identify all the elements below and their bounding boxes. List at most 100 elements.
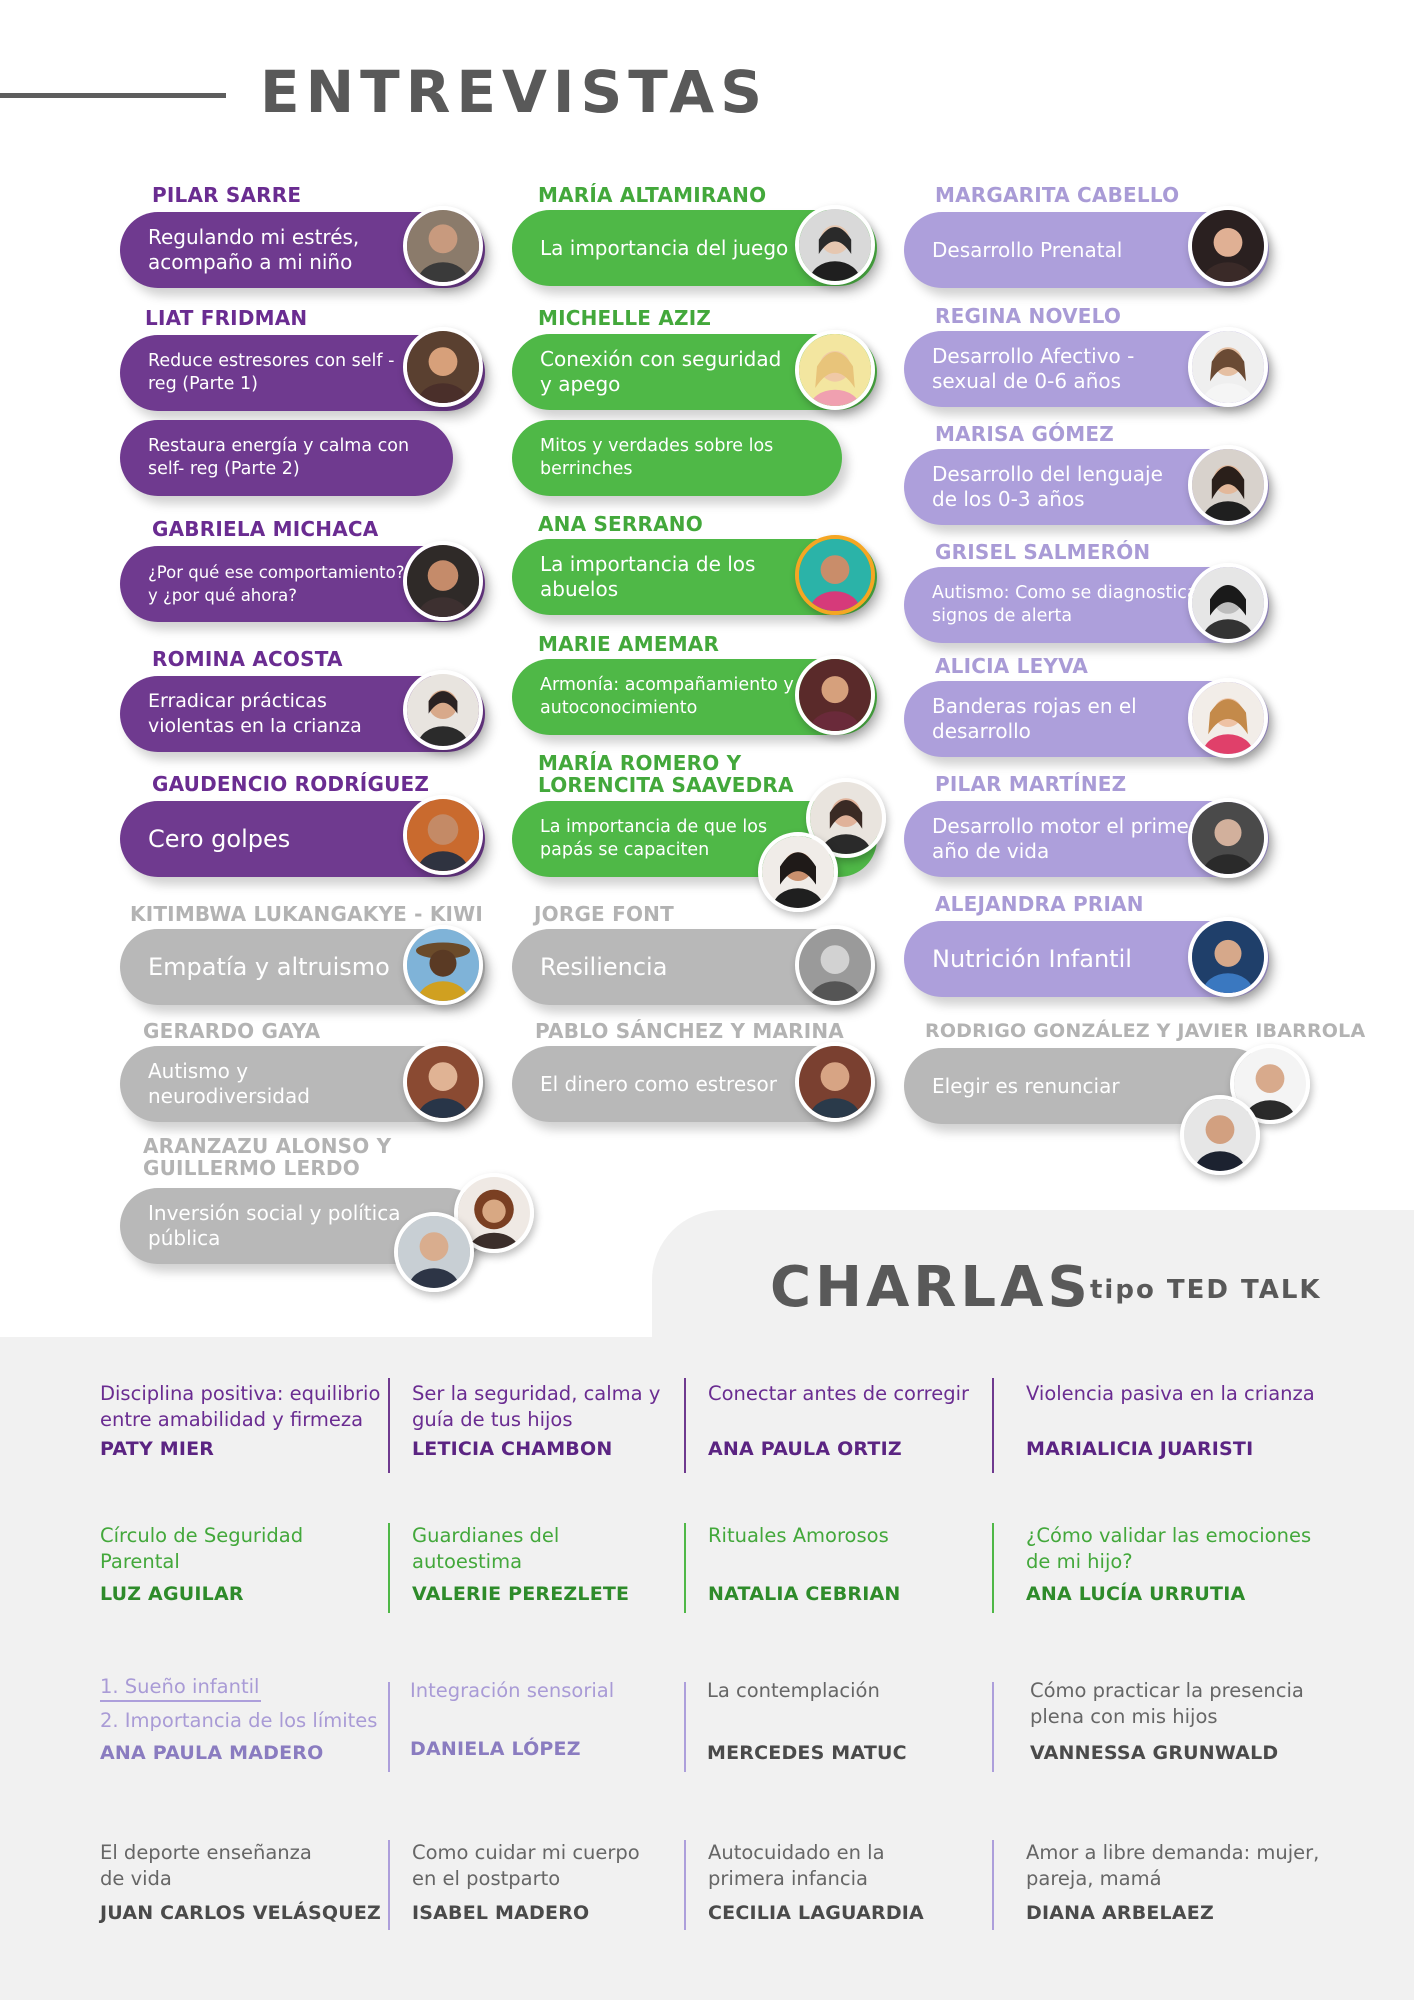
avatar xyxy=(403,541,483,621)
interview-name-text: ARANZAZU ALONSO Y GUILLERMO LERDO xyxy=(143,1134,392,1180)
talk-item[interactable]: Guardianes del autoestima VALERIE PEREZL… xyxy=(412,1523,629,1605)
talk-speaker: MARIALICIA JUARISTI xyxy=(1026,1438,1254,1460)
talk-topic: Ser la seguridad, calma y guía de tus hi… xyxy=(412,1382,661,1431)
separator xyxy=(992,1378,994,1473)
interview-name: GERARDO GAYA xyxy=(143,1019,321,1043)
interview-name: RODRIGO GONZÁLEZ Y JAVIER IBARROLA xyxy=(925,1020,1366,1042)
avatar xyxy=(403,327,483,407)
interview-topic: El dinero como estresor xyxy=(540,1071,778,1096)
separator xyxy=(992,1523,994,1613)
separator xyxy=(684,1523,686,1613)
talk-item[interactable]: Rituales Amorosos NATALIA CEBRIAN xyxy=(708,1523,998,1605)
separator xyxy=(992,1840,994,1930)
avatar xyxy=(1188,678,1268,758)
talk-item[interactable]: Integración sensorial DANIELA LÓPEZ xyxy=(410,1678,700,1760)
avatar xyxy=(1188,206,1268,286)
avatar xyxy=(403,670,483,750)
interview-name: REGINA NOVELO xyxy=(935,304,1122,328)
talk-topic: ¿Cómo validar las emociones de mi hijo? xyxy=(1026,1524,1312,1573)
interview-topic: Restaura energía y calma con self- reg (… xyxy=(148,436,410,479)
interview-topic: Autismo y neurodiversidad xyxy=(148,1059,310,1108)
talk-item[interactable]: Autocuidado en la primera infancia CECIL… xyxy=(708,1840,924,1924)
interview-topic: La importancia de que los papás se capac… xyxy=(540,817,768,860)
interview-name: MARÍA ALTAMIRANO xyxy=(538,183,767,207)
talk-speaker: MERCEDES MATUC xyxy=(707,1742,907,1764)
avatar xyxy=(394,1212,474,1292)
separator xyxy=(388,1840,390,1930)
talk-speaker: ANA PAULA ORTIZ xyxy=(708,1438,902,1460)
interview-name: MICHELLE AZIZ xyxy=(538,306,712,330)
interview-topic: Desarrollo del lenguaje de los 0-3 años xyxy=(932,462,1163,511)
talk-speaker: PATY MIER xyxy=(100,1438,215,1460)
talk-item[interactable]: Círculo de Seguridad Parental LUZ AGUILA… xyxy=(100,1523,330,1605)
avatar xyxy=(1188,563,1268,643)
separator xyxy=(992,1682,994,1772)
talk-item[interactable]: Amor a libre demanda: mujer, pareja, mam… xyxy=(1026,1840,1326,1924)
avatar xyxy=(1188,445,1268,525)
talk-item[interactable]: Cómo practicar la presencia plena con mi… xyxy=(1030,1678,1330,1764)
talk-topic: Autocuidado en la primera infancia xyxy=(708,1841,885,1890)
interview-name: LIAT FRIDMAN xyxy=(145,306,308,330)
separator xyxy=(388,1682,390,1772)
talk-item[interactable]: Violencia pasiva en la crianza MARIALICI… xyxy=(1026,1381,1316,1460)
interview-name: MARIE AMEMAR xyxy=(538,632,720,656)
talk-speaker: DANIELA LÓPEZ xyxy=(410,1738,581,1760)
separator xyxy=(388,1523,390,1613)
interview-topic: Empatía y altruismo xyxy=(148,952,390,981)
separator xyxy=(684,1378,686,1473)
talk-item[interactable]: Conectar antes de corregir ANA PAULA ORT… xyxy=(708,1381,998,1460)
talk-item[interactable]: Ser la seguridad, calma y guía de tus hi… xyxy=(412,1381,672,1460)
talk-item[interactable]: 1. Sueño infantil 2. Importancia de los … xyxy=(100,1674,390,1764)
avatar xyxy=(1188,327,1268,407)
avatar xyxy=(1188,917,1268,997)
talk-item[interactable]: El deporte enseñanza de vida JUAN CARLOS… xyxy=(100,1840,381,1924)
interview-topic: Desarrollo Prenatal xyxy=(932,237,1123,262)
interview-topic-pill[interactable]: Mitos y verdades sobre los berrinches xyxy=(512,420,842,496)
interview-name: PILAR MARTÍNEZ xyxy=(935,772,1127,796)
avatar xyxy=(758,832,838,912)
interview-topic: Resiliencia xyxy=(540,952,668,981)
interview-name: KITIMBWA LUKANGAKYE - KIWI xyxy=(130,902,484,926)
interview-name: ANA SERRANO xyxy=(538,512,703,536)
interview-topic: Regulando mi estrés, acompaño a mi niño xyxy=(148,225,360,274)
interview-name: ARANZAZU ALONSO Y GUILLERMO LERDO xyxy=(143,1135,403,1179)
avatar xyxy=(403,925,483,1005)
separator xyxy=(684,1840,686,1930)
interview-name: PILAR SARRE xyxy=(152,183,302,207)
interview-topic-pill[interactable]: Restaura energía y calma con self- reg (… xyxy=(120,420,453,496)
talk-speaker: JUAN CARLOS VELÁSQUEZ xyxy=(100,1902,382,1924)
separator xyxy=(388,1378,390,1473)
talk-item[interactable]: Disciplina positiva: equilibrio entre am… xyxy=(100,1381,390,1460)
page-title: ENTREVISTAS xyxy=(260,58,768,126)
charlas-title: CHARLAS xyxy=(770,1255,1092,1320)
talk-topic: Guardianes del autoestima xyxy=(412,1524,560,1573)
talk-item[interactable]: ¿Cómo validar las emociones de mi hijo? … xyxy=(1026,1523,1326,1605)
talk-topic: El deporte enseñanza de vida xyxy=(100,1841,312,1890)
avatar xyxy=(403,795,483,875)
talk-speaker: CECILIA LAGUARDIA xyxy=(708,1902,924,1924)
interview-topic: Reduce estresores con self -reg (Parte 1… xyxy=(148,351,395,394)
interview-topic: Desarrollo motor el primer año de vida xyxy=(932,814,1198,863)
charlas-panel xyxy=(0,1337,1414,2000)
talk-topic: Amor a libre demanda: mujer, pareja, mam… xyxy=(1026,1841,1320,1890)
interview-name: PABLO SÁNCHEZ Y MARINA xyxy=(535,1019,844,1043)
interview-name-text: MARÍA ROMERO Y LORENCITA SAAVEDRA xyxy=(538,751,794,797)
talk-item[interactable]: Como cuidar mi cuerpo en el postparto IS… xyxy=(412,1840,652,1924)
interview-name: ROMINA ACOSTA xyxy=(152,647,343,671)
talk-speaker: ANA LUCÍA URRUTIA xyxy=(1026,1583,1246,1605)
interview-topic: La importancia del juego xyxy=(540,235,789,260)
interview-name: GAUDENCIO RODRÍGUEZ xyxy=(152,772,430,796)
talk-speaker: LETICIA CHAMBON xyxy=(412,1438,613,1460)
title-rule xyxy=(0,93,226,98)
interview-topic: La importancia de los abuelos xyxy=(540,552,756,601)
avatar xyxy=(795,655,875,735)
avatar xyxy=(795,925,875,1005)
talk-speaker: ANA PAULA MADERO xyxy=(100,1742,324,1764)
interview-topic: Conexión con seguridad y apego xyxy=(540,347,782,396)
talk-item[interactable]: La contemplación MERCEDES MATUC xyxy=(707,1678,997,1764)
talk-speaker: LUZ AGUILAR xyxy=(100,1583,244,1605)
talk-topic: La contemplación xyxy=(707,1679,880,1702)
interview-topic: ¿Por qué ese comportamiento? y ¿por qué … xyxy=(148,563,405,605)
avatar xyxy=(403,1042,483,1122)
talk-topic: Como cuidar mi cuerpo en el postparto xyxy=(412,1841,640,1890)
